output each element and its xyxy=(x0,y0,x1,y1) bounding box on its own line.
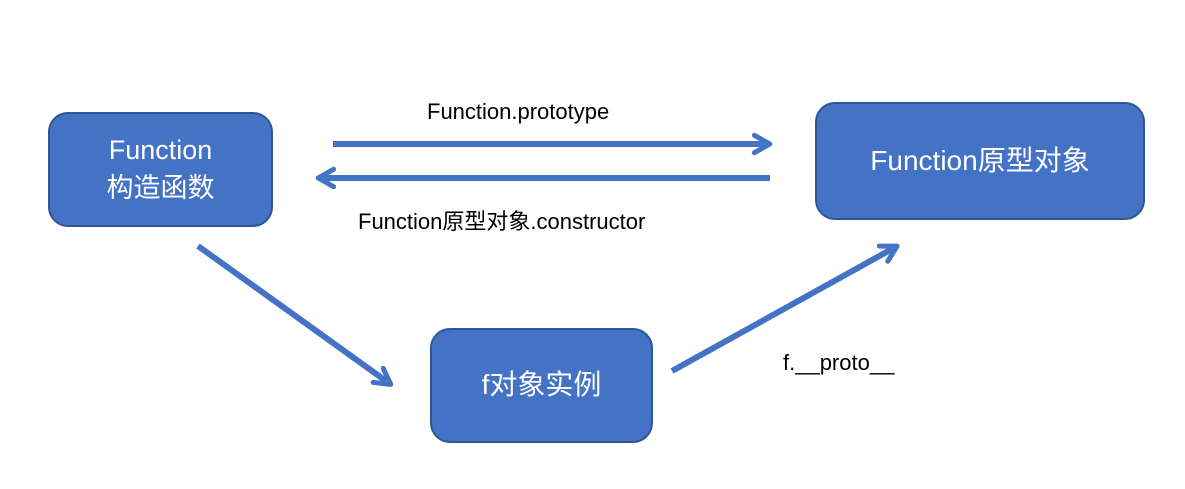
node-f-object-instance: f对象实例 xyxy=(430,328,653,443)
node-function-constructor: Function 构造函数 xyxy=(48,112,273,227)
node-function-constructor-line2: 构造函数 xyxy=(106,172,215,203)
edge-label-f-proto: f.__proto__ xyxy=(783,350,895,375)
node-function-constructor-line1: Function xyxy=(108,135,213,166)
edge-label-function-prototype: Function.prototype xyxy=(427,99,610,124)
arrow-new-instance xyxy=(196,243,394,387)
node-function-prototype-object: Function原型对象 xyxy=(815,102,1145,220)
arrow-f-proto xyxy=(670,243,900,374)
edge-label-constructor: Function原型对象.constructor xyxy=(358,209,646,234)
